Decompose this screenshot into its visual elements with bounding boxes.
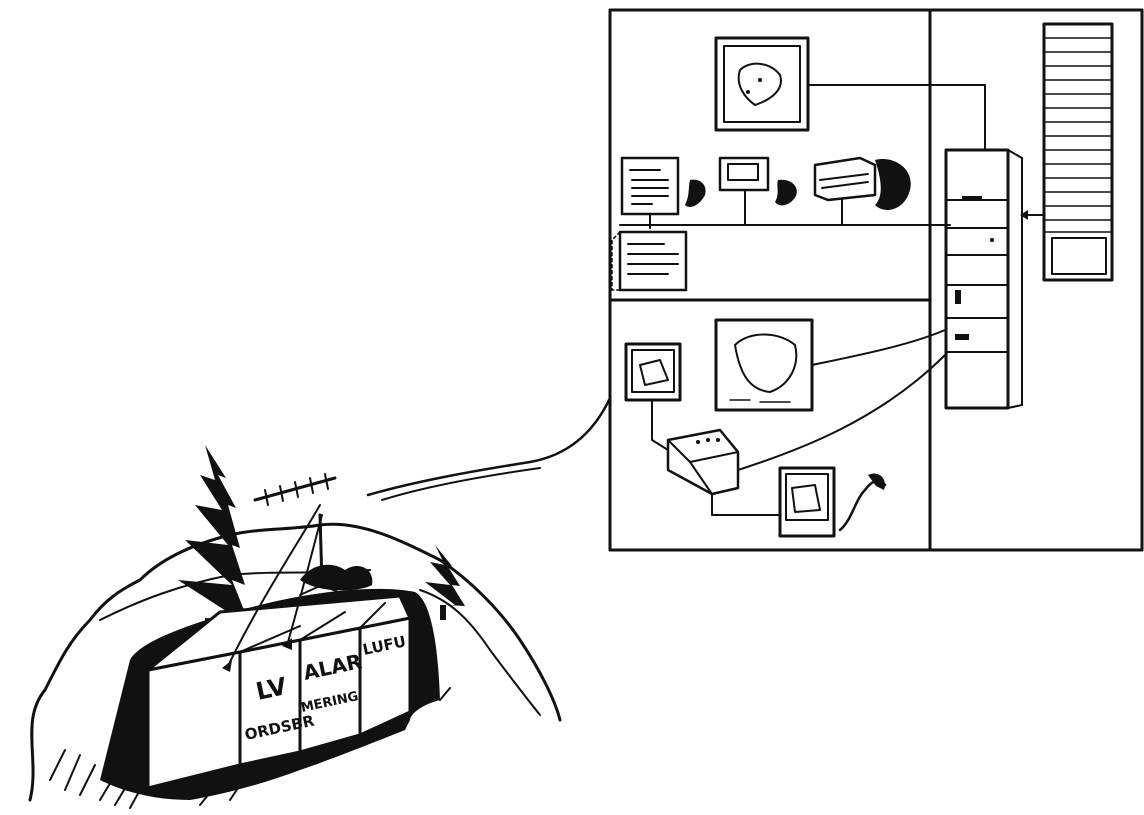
telephone-handset-icon-2 [775, 180, 797, 206]
teleprinter-icon-2 [612, 232, 686, 290]
rack-cabinet-icon [946, 150, 1022, 408]
teleprinter-icon [622, 158, 678, 214]
radar-screen-icon-small [626, 344, 680, 400]
transmission-line [368, 398, 610, 495]
mountain-scene: LV ORDSBR ALAR MERING LUFU [30, 445, 560, 808]
radar-screen-icon-lower [780, 468, 834, 536]
telephone-handset-icon-3 [875, 159, 911, 210]
rack-cabinet-icon-tall [1044, 24, 1112, 280]
telephone-handset-icon-4 [840, 473, 885, 530]
terminal-icon [720, 158, 768, 190]
bunker-boxes: LV ORDSBR ALAR MERING LUFU [148, 505, 410, 788]
printer-stack-icon [815, 158, 875, 200]
bush-shape [300, 565, 372, 591]
telephone-handset-icon [685, 180, 706, 207]
radar-screen-icon [716, 38, 808, 130]
modem-box-icon [668, 430, 738, 494]
radar-screen-icon-medium [716, 320, 812, 410]
box-front-lv [148, 652, 240, 788]
control-center [610, 10, 1142, 550]
